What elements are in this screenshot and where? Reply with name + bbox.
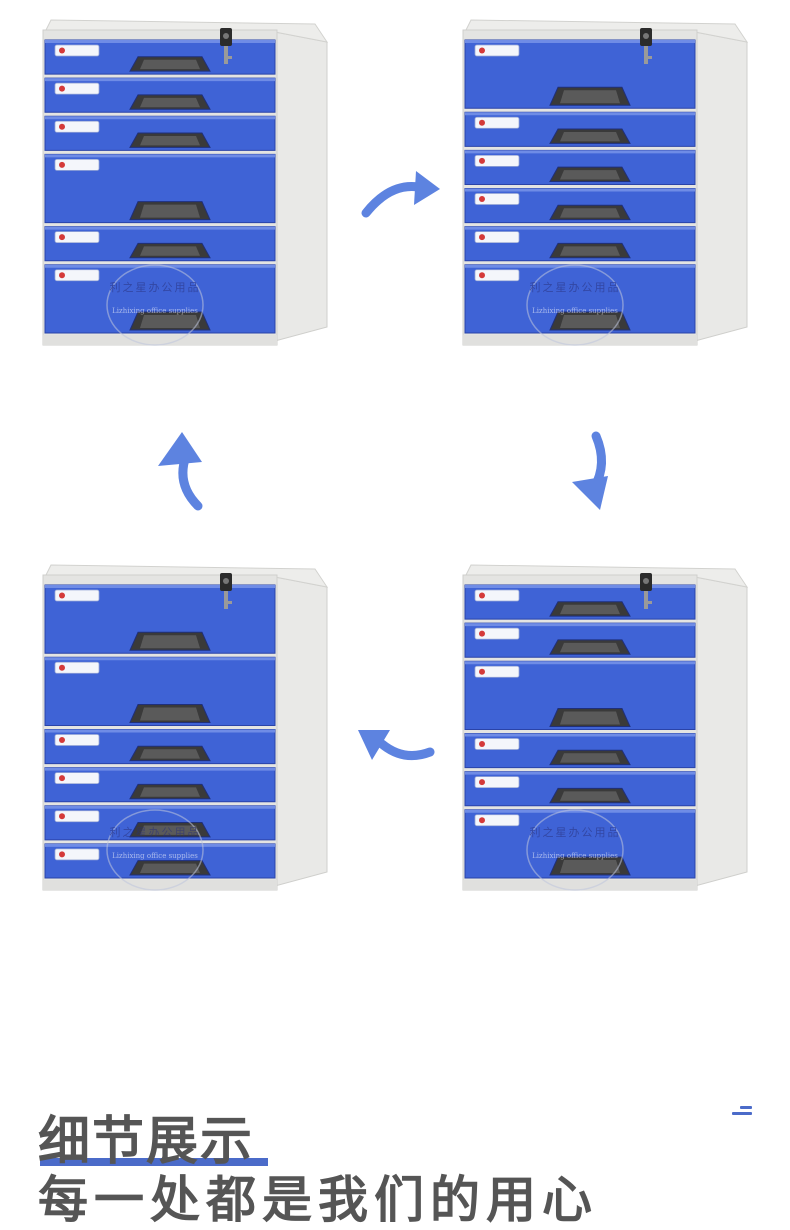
drawer[interactable]	[464, 622, 696, 658]
arrow-up-icon	[152, 428, 212, 514]
drawer[interactable]	[44, 153, 276, 224]
section-subtitle: 每一处都是我们的用心	[38, 1171, 598, 1229]
drawer[interactable]	[464, 188, 696, 224]
drawer[interactable]	[464, 149, 696, 185]
svg-text:利之星办公用品: 利之星办公用品	[110, 825, 201, 839]
drawer[interactable]	[464, 660, 696, 730]
arrow-left-icon	[352, 722, 436, 778]
svg-text:Lizhixing office supplies: Lizhixing office supplies	[112, 852, 198, 860]
drawer[interactable]	[44, 656, 276, 726]
watermark: 利之星办公用品 Lizhixing office supplies	[526, 809, 624, 891]
drawer[interactable]	[44, 39, 276, 75]
lock-key-icon[interactable]	[640, 573, 652, 609]
cabinet-top-left: 利之星办公用品 Lizhixing office supplies	[40, 15, 330, 360]
drawer[interactable]	[464, 226, 696, 262]
drawer[interactable]	[44, 767, 276, 803]
arrow-down-icon	[560, 430, 616, 514]
svg-text:Lizhixing office supplies: Lizhixing office supplies	[112, 307, 198, 315]
drawer[interactable]	[44, 843, 276, 879]
svg-text:Lizhixing office supplies: Lizhixing office supplies	[532, 852, 618, 860]
drawer[interactable]	[464, 771, 696, 807]
title-underline	[40, 1158, 268, 1166]
lock-key-icon[interactable]	[220, 573, 232, 609]
drawer[interactable]	[44, 77, 276, 113]
section-title: 细节展示	[38, 1112, 255, 1172]
lock-key-icon[interactable]	[220, 28, 232, 64]
drawer[interactable]	[44, 115, 276, 151]
svg-text:利之星办公用品: 利之星办公用品	[530, 280, 621, 294]
cabinet-bottom-right: 利之星办公用品 Lizhixing office supplies	[460, 560, 750, 905]
drawer[interactable]	[44, 264, 276, 334]
drawer[interactable]	[464, 264, 696, 334]
cabinet-bottom-left: 利之星办公用品 Lizhixing office supplies	[40, 560, 330, 905]
drawer[interactable]	[464, 733, 696, 769]
drawer[interactable]	[464, 584, 696, 620]
svg-text:利之星办公用品: 利之星办公用品	[110, 280, 201, 294]
dash-decoration-icon	[732, 1106, 754, 1118]
svg-text:Lizhixing office supplies: Lizhixing office supplies	[532, 307, 618, 315]
watermark: 利之星办公用品 Lizhixing office supplies	[106, 809, 204, 891]
watermark: 利之星办公用品 Lizhixing office supplies	[106, 264, 204, 346]
arrow-right-icon	[360, 165, 444, 221]
drawer[interactable]	[44, 729, 276, 765]
drawer[interactable]	[464, 39, 696, 109]
watermark: 利之星办公用品 Lizhixing office supplies	[526, 264, 624, 346]
lock-key-icon[interactable]	[640, 28, 652, 64]
drawer[interactable]	[44, 584, 276, 654]
cabinet-top-right: 利之星办公用品 Lizhixing office supplies	[460, 15, 750, 360]
svg-text:利之星办公用品: 利之星办公用品	[530, 825, 621, 839]
drawer[interactable]	[44, 226, 276, 262]
drawer[interactable]	[44, 805, 276, 841]
drawer[interactable]	[464, 809, 696, 879]
drawer[interactable]	[464, 111, 696, 147]
